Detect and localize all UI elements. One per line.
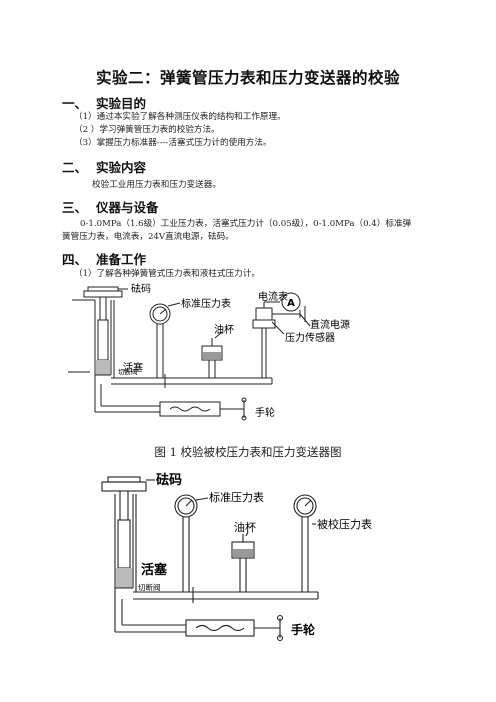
section-title: 实验目的 (96, 96, 147, 111)
section-heading-preparation: 四、准备工作 (62, 249, 146, 268)
label-handwheel: 手轮 (291, 622, 316, 637)
ammeter-icon (281, 292, 301, 312)
piston-body (117, 519, 131, 569)
section-heading-equipment: 三、仪器与设备 (62, 197, 159, 216)
label-oil-cup: 油杯 (214, 323, 234, 336)
purpose-item-1: （1）通过本实验了解各种测压仪表的结构和工作原理。 (74, 112, 286, 122)
section-title: 准备工作 (96, 252, 147, 267)
label-weight: 砝码 (156, 472, 182, 488)
section-heading-purpose: 一、实验目的 (62, 93, 146, 112)
prep-item-1: （1）了解各种弹簧管式压力表和液柱式压力计。 (74, 269, 260, 279)
section-number: 三、 (62, 200, 88, 215)
content-text: 校验工业用压力表和压力变送器。 (92, 180, 221, 190)
section-title: 实验内容 (96, 160, 147, 175)
standard-gauge (174, 494, 198, 518)
equipment-line-2: 簧管压力表，电流表，24V直流电源，砝码。 (62, 232, 234, 242)
label-ammeter: 电流表 (258, 290, 288, 303)
weight-plate-bottom (101, 481, 147, 492)
label-valve: 切断阀 (118, 367, 138, 376)
section-number: 四、 (62, 252, 88, 267)
section-title: 仪器与设备 (96, 200, 159, 215)
label-test-gauge: 被校压力表 (317, 517, 372, 531)
weight-plate-top (107, 476, 141, 483)
standard-gauge (149, 303, 171, 325)
label-piston: 活塞 (141, 562, 168, 578)
label-standard-gauge: 标准压力表 (181, 297, 231, 310)
weight-plate-bottom (83, 290, 123, 298)
label-standard-gauge: 标准压力表 (209, 490, 264, 504)
test-gauge (293, 494, 317, 518)
equipment-line-1: 0-1.0MPa（1.6级）工业压力表，活塞式压力计（0.05级），0-1.0M… (80, 219, 412, 229)
purpose-item-2: （2 ）学习弹簧管压力表的校验方法。 (74, 125, 220, 135)
section-number: 二、 (62, 160, 88, 175)
section-heading-content: 二、实验内容 (62, 157, 146, 176)
label-handwheel: 手轮 (255, 406, 275, 419)
label-oil-cup: 油杯 (234, 520, 256, 534)
purpose-item-3: （3）掌握压力标准器----活塞式压力计的使用方法。 (74, 138, 272, 148)
section-number: 一、 (62, 96, 88, 111)
ammeter-symbol: A (287, 298, 295, 309)
label-weight: 砝码 (131, 282, 151, 295)
label-sensor: 压力传感器 (285, 331, 335, 344)
figure-1-caption: 图 1 校验被校压力表和压力变送器图 (154, 445, 342, 459)
label-valve: 切断阀 (138, 582, 161, 592)
label-piston: 活塞 (123, 361, 143, 374)
page-title: 实验二：弹簧管压力表和压力变送器的校验 (95, 68, 400, 87)
label-dc-power: 直流电源 (310, 318, 350, 331)
